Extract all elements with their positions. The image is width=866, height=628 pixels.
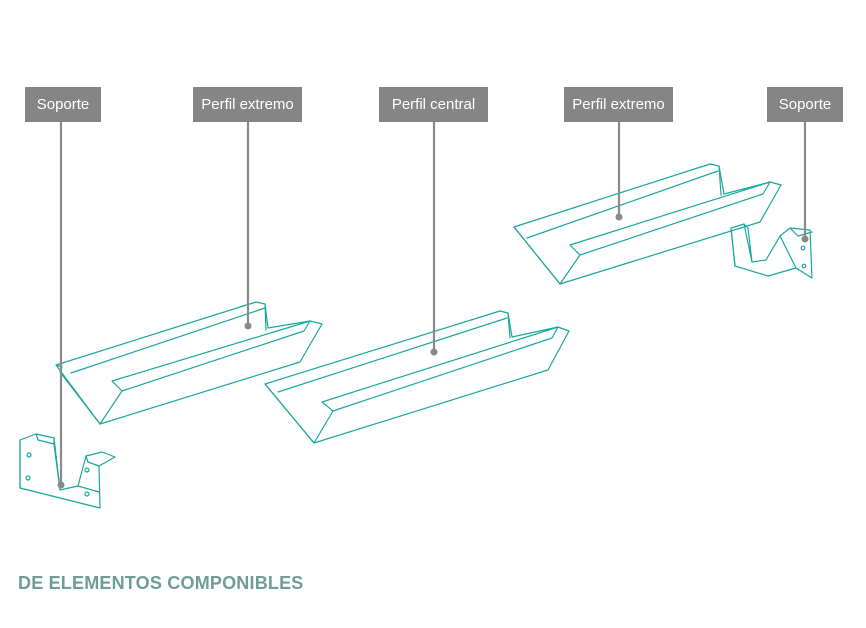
label-soporte-right: Soporte (767, 87, 843, 122)
leader-soporte-right (801, 122, 809, 243)
leader-perfil-central (430, 122, 438, 356)
label-perfil-extremo-left: Perfil extremo (193, 87, 302, 122)
leader-soporte-left (57, 122, 65, 489)
profile-end-left (55, 301, 323, 425)
label-perfil-extremo-right: Perfil extremo (564, 87, 673, 122)
leader-perfil-extremo-left (244, 122, 252, 330)
profile-central (264, 310, 570, 444)
caption-title: DE ELEMENTOS COMPONIBLES (18, 573, 304, 593)
support-left (19, 433, 116, 509)
leader-perfil-extremo-right (615, 122, 623, 221)
label-perfil-central: Perfil central (379, 87, 488, 122)
support-right (730, 223, 813, 279)
label-soporte-left: Soporte (25, 87, 101, 122)
profile-end-right (513, 163, 782, 285)
